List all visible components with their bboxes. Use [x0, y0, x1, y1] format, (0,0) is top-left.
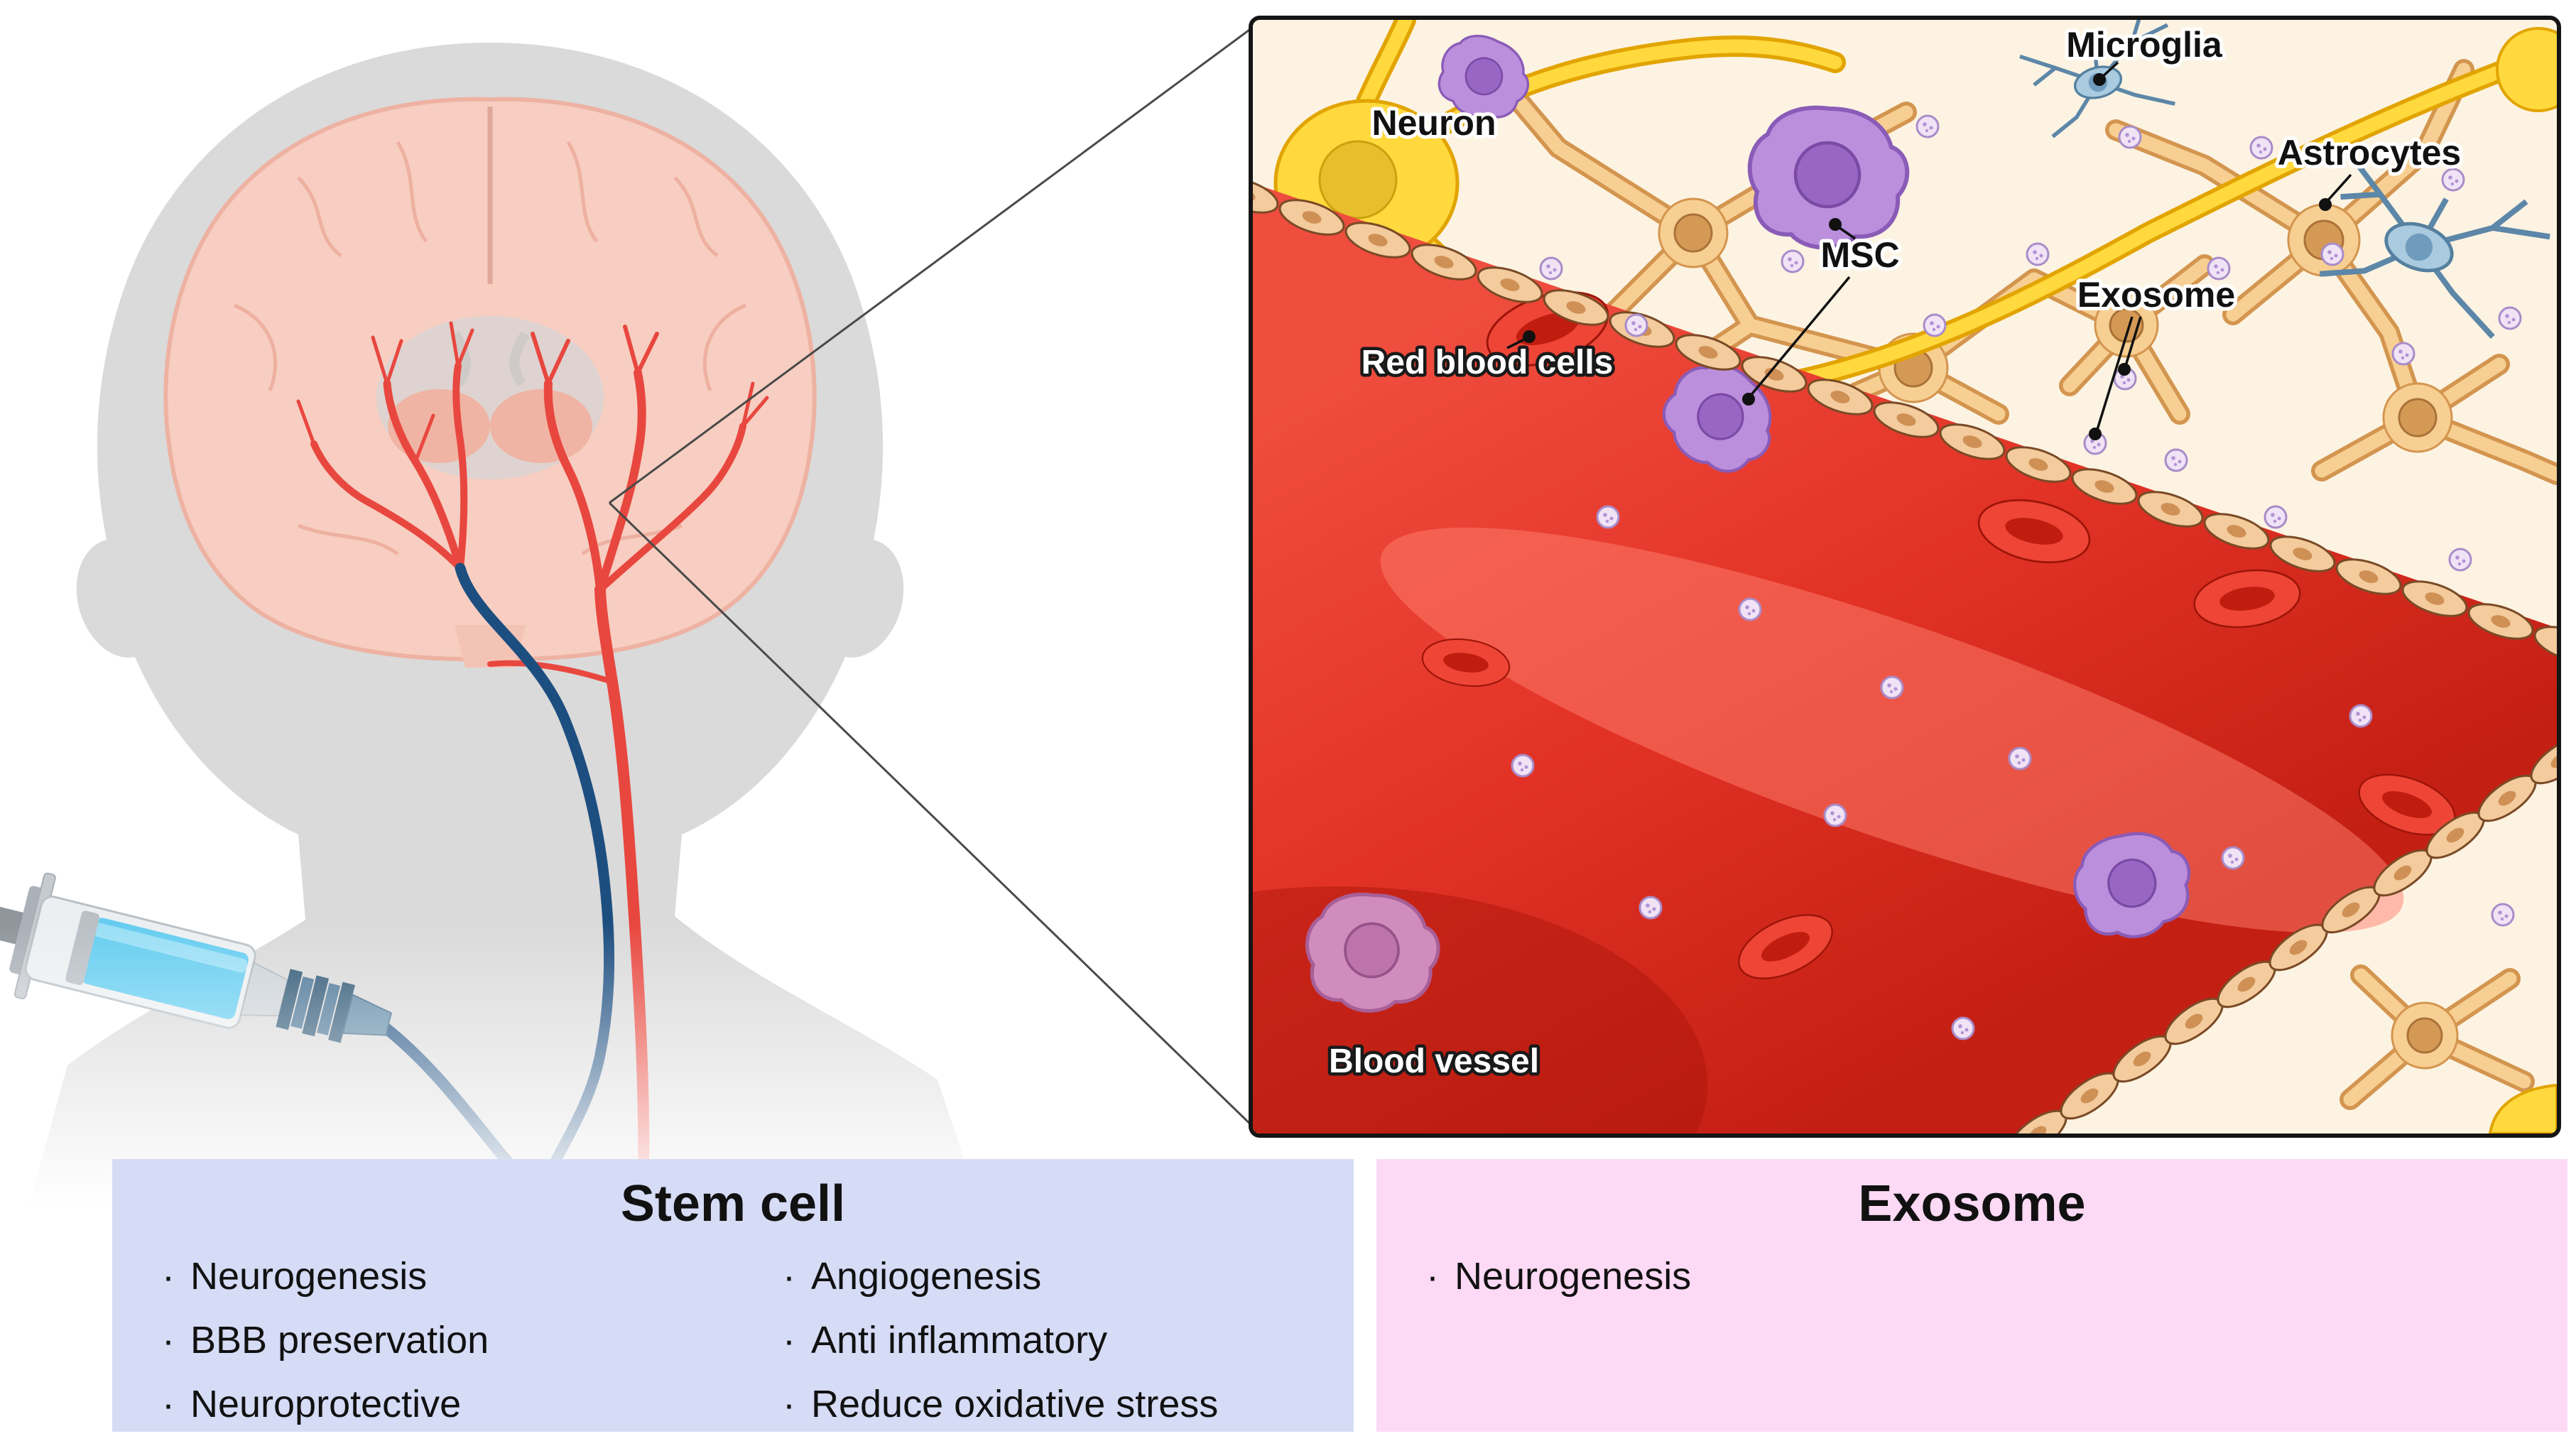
stem-cell-benefits-col1: Neurogenesis BBB preservation Neuroprote… — [112, 1254, 733, 1446]
astrocyte-somas — [1658, 197, 2459, 1070]
msc-cells — [1305, 24, 2202, 1013]
benefit-item: Neuroprotective — [162, 1382, 733, 1426]
exosome-panel-title: Exosome — [1858, 1175, 2086, 1232]
benefit-item: BBB preservation — [162, 1318, 733, 1362]
msc-cell-pink — [1305, 893, 1440, 1013]
neuron-cell — [1253, 20, 2557, 1134]
exosome-panel: Exosome Neurogenesis — [1376, 1159, 2567, 1432]
benefit-item: Neurogenesis — [1426, 1254, 2567, 1298]
benefit-item: Neurogenesis — [162, 1254, 733, 1298]
red-blood-cells-label: Red blood cells — [1362, 344, 1614, 381]
stem-cell-benefits-col2: Angiogenesis Anti inflammatory Reduce ox… — [733, 1254, 1354, 1446]
leader-lines — [1506, 61, 2352, 440]
benefit-item: Angiogenesis — [783, 1254, 1354, 1298]
benefit-item: Anti inflammatory — [783, 1318, 1354, 1362]
tissue-illustration: Microglia Neuron Astrocytes MSC Exosome … — [1253, 20, 2557, 1134]
tissue-inset: Microglia Neuron Astrocytes MSC Exosome … — [1249, 16, 2561, 1138]
exosome-label: Exosome — [2077, 275, 2235, 315]
head-illustration — [0, 43, 1250, 1207]
stem-cell-panel: Stem cell Neurogenesis BBB preservation … — [112, 1159, 1354, 1432]
blood-vessel-label: Blood vessel — [1329, 1043, 1539, 1080]
microglia-label: Microglia — [2066, 25, 2223, 65]
inset-labels: Microglia Neuron Astrocytes MSC Exosome … — [1325, 21, 2464, 1084]
neuron-label: Neuron — [1372, 103, 1496, 143]
benefit-item: Reduce oxidative stress — [783, 1382, 1354, 1426]
brain — [163, 97, 817, 668]
msc-label: MSC — [1820, 235, 1899, 275]
exosome-benefits-col1: Neurogenesis — [1376, 1254, 2567, 1318]
stem-cell-panel-title: Stem cell — [620, 1175, 846, 1232]
astrocytes-label: Astrocytes — [2278, 133, 2461, 173]
